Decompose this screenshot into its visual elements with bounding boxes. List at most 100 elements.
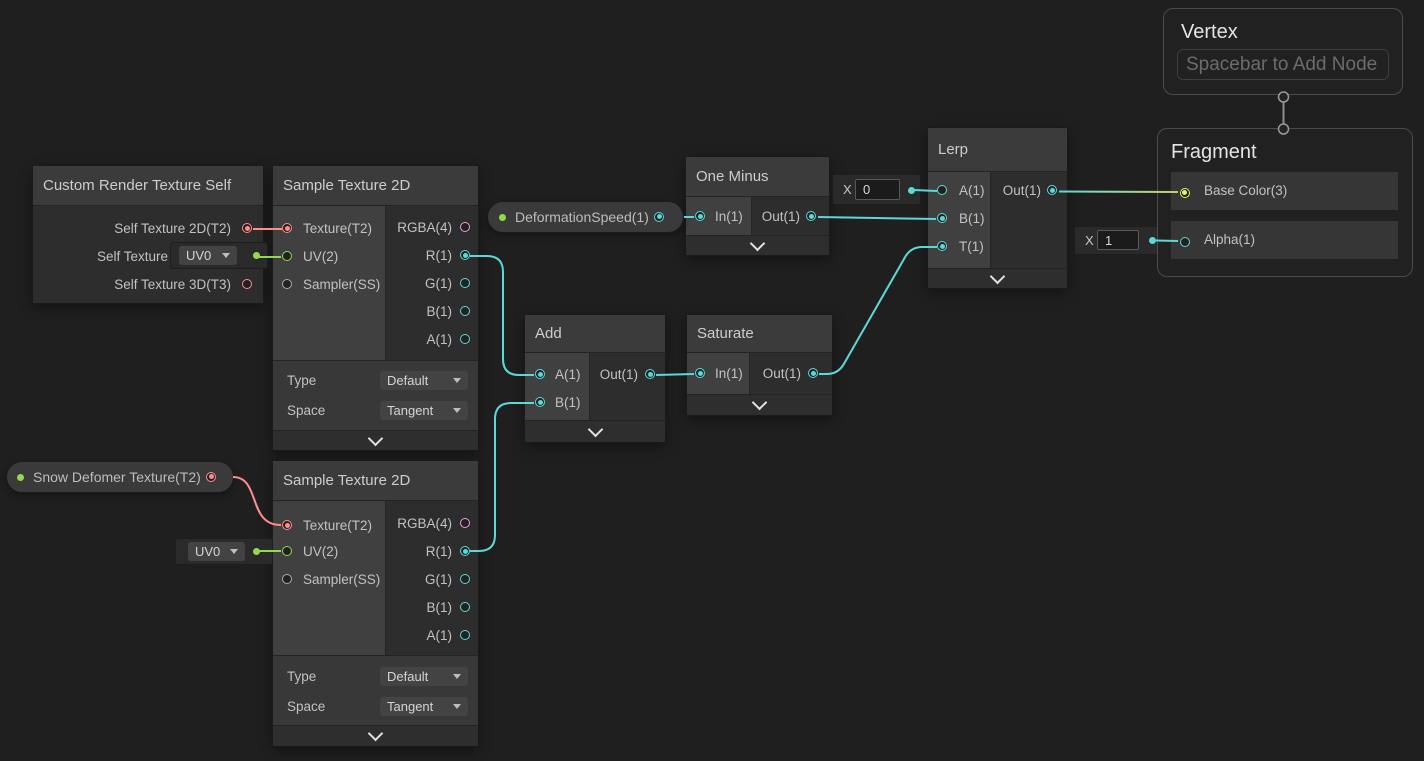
port-label: R(1) [425, 248, 452, 263]
port-r-out[interactable] [460, 546, 470, 556]
port-label: G(1) [425, 276, 452, 291]
port-r-out[interactable] [460, 250, 470, 260]
x-label: X [1085, 233, 1094, 248]
port-in[interactable] [695, 368, 705, 378]
property-pill-deformation-speed[interactable]: DeformationSpeed(1) [488, 202, 683, 232]
control-label: Type [287, 669, 317, 684]
uv-channel-dropdown[interactable]: UV0 [188, 542, 245, 561]
port-b-out[interactable] [460, 306, 470, 316]
fragment-row-base-color[interactable] [1171, 172, 1398, 210]
fragment-context[interactable]: Fragment Base Color(3) Alpha(1) [1157, 128, 1413, 277]
uv-channel-dropdown[interactable]: UV0 [179, 246, 237, 265]
property-pill-snow-deformer[interactable]: Snow Defomer Texture(T2) [7, 462, 233, 492]
port-alpha-in[interactable] [1179, 236, 1190, 247]
port-a-out[interactable] [460, 630, 470, 640]
node-title-bar[interactable]: Sample Texture 2D [273, 166, 478, 206]
type-dropdown[interactable]: Default [380, 667, 468, 686]
port-b-in[interactable] [937, 213, 947, 223]
port-label: Out(1) [762, 366, 801, 381]
port-g-out[interactable] [460, 574, 470, 584]
node-title: Sample Texture 2D [283, 177, 411, 194]
uv-default-widget-1: UV0 [171, 243, 267, 268]
node-title-bar[interactable]: Saturate [687, 315, 832, 353]
space-dropdown[interactable]: Tangent [380, 401, 468, 420]
node-custom-render-texture-self[interactable]: Custom Render Texture Self Self Texture … [33, 166, 263, 303]
node-saturate[interactable]: Saturate In(1) Out(1) [687, 315, 832, 415]
node-controls: Type Default Space Tangent [273, 655, 478, 725]
port-label: A(1) [426, 332, 452, 347]
port-label: Sampler(SS) [303, 277, 381, 292]
port-b-out[interactable] [460, 602, 470, 612]
port-b-in[interactable] [535, 397, 545, 407]
type-dropdown[interactable]: Default [380, 371, 468, 390]
node-sample-texture-2d-1[interactable]: Sample Texture 2D Texture(T2) UV(2) Samp… [273, 166, 478, 450]
port-out[interactable] [808, 368, 818, 378]
vertex-context[interactable]: Vertex Spacebar to Add Node [1163, 8, 1403, 95]
port-texture-in[interactable] [282, 223, 292, 233]
port-uv-in[interactable] [282, 546, 292, 556]
port-texture-in[interactable] [282, 520, 292, 530]
uv-default-widget-2: UV0 [176, 539, 272, 564]
port-in[interactable] [695, 211, 705, 221]
node-title-bar[interactable]: Sample Texture 2D [273, 461, 478, 501]
chevron-down-icon [453, 674, 461, 679]
port-out[interactable] [806, 211, 816, 221]
property-dot-icon [17, 473, 24, 481]
input-column [525, 353, 590, 420]
port-label: Out(1) [761, 209, 800, 224]
node-add[interactable]: Add A(1) B(1) Out(1) [525, 315, 665, 442]
collapse-button[interactable] [928, 268, 1067, 288]
port-sampler-in[interactable] [282, 279, 292, 289]
port-rgba-out[interactable] [460, 518, 470, 528]
x-value-input[interactable] [855, 179, 900, 200]
node-title: Saturate [697, 325, 754, 342]
port-rgba-out[interactable] [460, 222, 470, 232]
node-title-bar[interactable]: One Minus [686, 157, 829, 197]
port-label: Self Texture 3D(T3) [114, 277, 231, 292]
collapse-button[interactable] [686, 235, 829, 255]
chevron-down-icon [751, 394, 768, 411]
port-label: B(1) [959, 211, 985, 226]
edge-oneminusOut-to-lerpB[interactable] [817, 216, 937, 220]
node-title-bar[interactable]: Lerp [928, 128, 1067, 172]
port-self-texture-2d[interactable] [242, 223, 252, 233]
space-dropdown[interactable]: Tangent [380, 697, 468, 716]
port-a-out[interactable] [460, 334, 470, 344]
x-value-input[interactable] [1097, 230, 1139, 250]
node-title: Add [535, 325, 562, 342]
port-a-in[interactable] [535, 369, 545, 379]
collapse-button[interactable] [273, 430, 478, 450]
node-title-bar[interactable]: Custom Render Texture Self [33, 166, 263, 206]
chevron-down-icon [222, 253, 230, 258]
node-sample-texture-2d-2[interactable]: Sample Texture 2D Texture(T2) UV(2) Samp… [273, 461, 478, 746]
node-one-minus[interactable]: One Minus In(1) Out(1) [686, 157, 829, 255]
dropdown-value: Tangent [387, 403, 434, 418]
port-label: In(1) [715, 366, 743, 381]
chevron-down-icon [989, 268, 1006, 284]
port-label: B(1) [426, 304, 452, 319]
collapse-button[interactable] [687, 394, 832, 415]
port-base-color-in[interactable] [1179, 187, 1190, 198]
port-g-out[interactable] [460, 278, 470, 288]
port-out[interactable] [206, 471, 216, 482]
port-a-in[interactable] [937, 185, 947, 195]
port-sampler-in[interactable] [282, 574, 292, 584]
port-out[interactable] [1047, 185, 1057, 195]
fragment-row-alpha[interactable] [1171, 221, 1398, 259]
x-value-widget-lerp-a: X [833, 175, 920, 204]
context-title: Vertex [1181, 21, 1238, 43]
node-title-bar[interactable]: Add [525, 315, 665, 353]
port-uv-in[interactable] [282, 251, 292, 261]
collapse-button[interactable] [273, 725, 478, 746]
port-out[interactable] [654, 211, 664, 222]
port-self-texture-3d[interactable] [242, 279, 252, 289]
edge-saturateOut-to-lerpT[interactable] [819, 246, 937, 375]
collapse-button[interactable] [525, 420, 665, 442]
node-lerp[interactable]: Lerp A(1) B(1) T(1) Out(1) [928, 128, 1067, 288]
dropdown-value: Default [387, 373, 429, 388]
dropdown-value: UV0 [186, 248, 212, 263]
port-out[interactable] [645, 369, 655, 379]
port-t-in[interactable] [937, 241, 947, 251]
port-label: R(1) [425, 544, 452, 559]
